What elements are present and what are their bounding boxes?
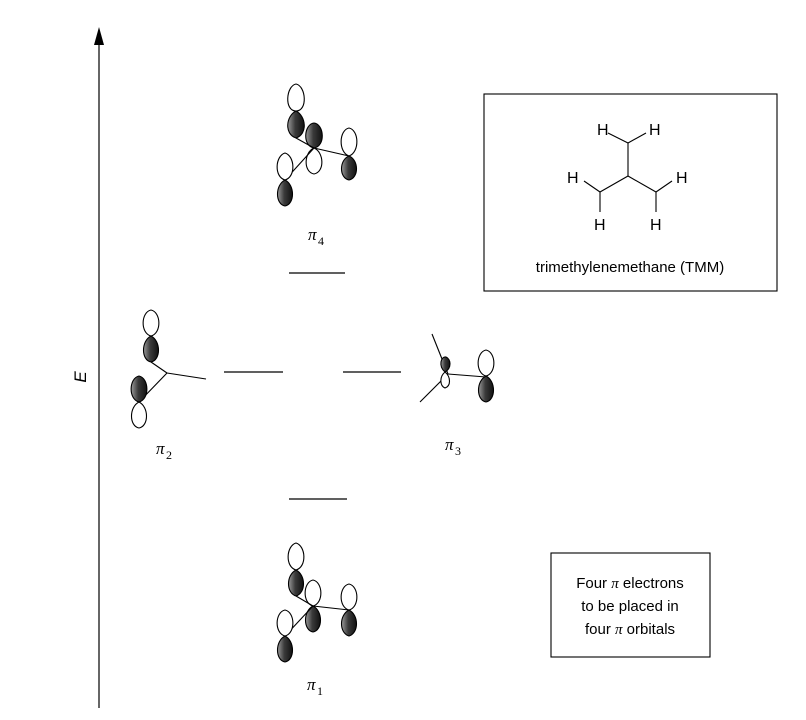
orbital-label-pi1: π 1 <box>307 675 323 698</box>
svg-text:3: 3 <box>455 444 461 458</box>
svg-text:4: 4 <box>318 234 324 248</box>
orbital-label-pi4: π 4 <box>308 225 324 248</box>
atom-h: H <box>594 217 606 234</box>
atom-h: H <box>676 170 688 187</box>
atom-h: H <box>597 122 609 139</box>
orbital-pi2-drawing <box>130 309 207 429</box>
svg-text:π: π <box>307 675 316 694</box>
structure-box: H H H H H H trimethylenemethane (TMM) <box>483 93 778 292</box>
svg-text:π: π <box>156 439 165 458</box>
note-line-2: to be placed in <box>581 598 679 615</box>
svg-text:π: π <box>445 435 454 454</box>
orbital-label-pi2: π 2 <box>156 439 172 462</box>
svg-text:π: π <box>308 225 317 244</box>
atom-h: H <box>567 170 579 187</box>
svg-text:1: 1 <box>317 684 323 698</box>
note-line-1: Four π electrons <box>576 575 684 592</box>
orbital-pi4-drawing <box>276 83 358 207</box>
orbital-label-pi3: π 3 <box>445 435 461 458</box>
structure-caption: trimethylenemethane (TMM) <box>536 259 724 276</box>
energy-axis: E <box>71 27 104 708</box>
tmm-structure <box>583 132 673 212</box>
axis-arrowhead <box>94 27 104 45</box>
svg-text:2: 2 <box>166 448 172 462</box>
atom-h: H <box>649 122 661 139</box>
orbital-pi1-drawing <box>276 542 358 663</box>
axis-label: E <box>71 371 90 383</box>
atom-h: H <box>650 217 662 234</box>
orbital-pi3-drawing <box>419 333 495 403</box>
note-box: Four π electrons to be placed in four π … <box>550 552 711 658</box>
note-line-3: four π orbitals <box>585 621 675 638</box>
